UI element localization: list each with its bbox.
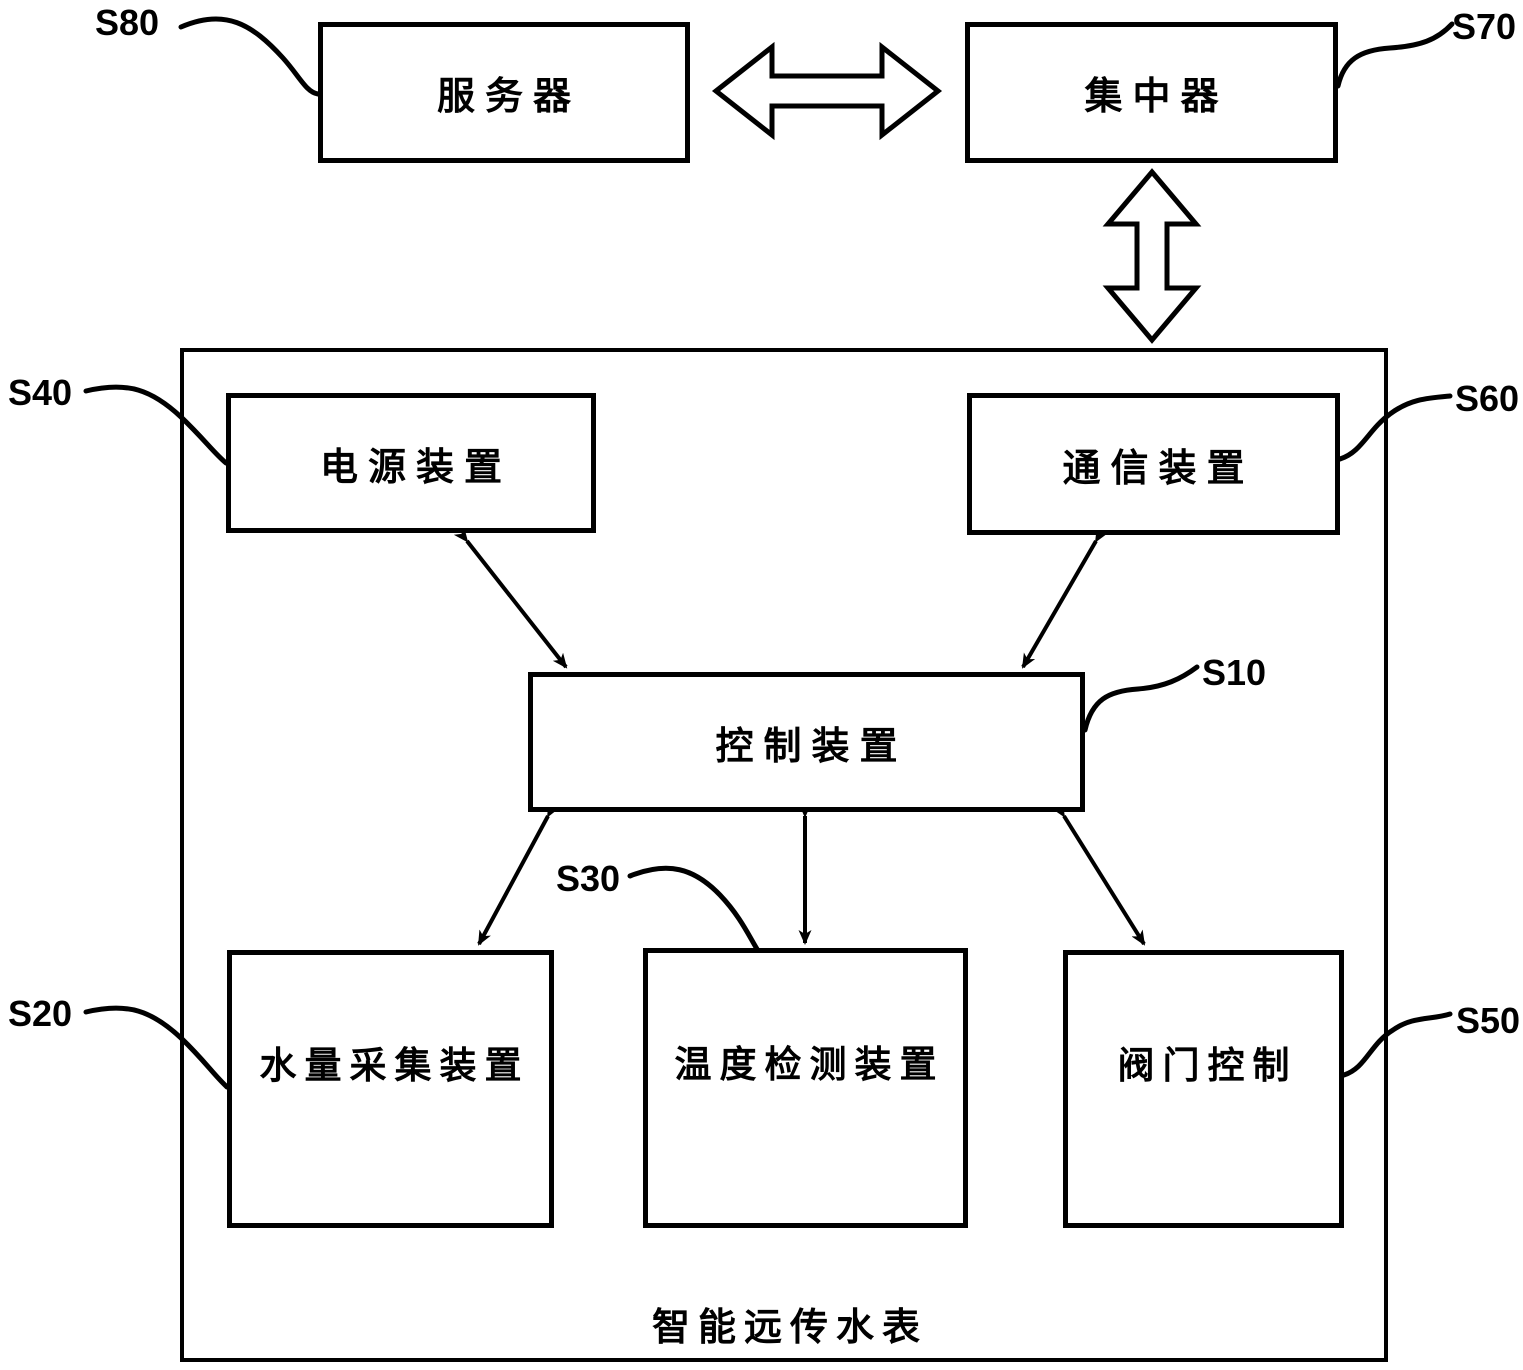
ref-label-s60: S60 bbox=[1455, 378, 1520, 419]
node-comm: 通信装置 bbox=[967, 393, 1340, 535]
leader-s50 bbox=[1341, 1011, 1453, 1078]
ref-label-s40: S40 bbox=[8, 372, 73, 413]
node-power: 电源装置 bbox=[226, 393, 596, 533]
leader-s30 bbox=[627, 865, 760, 952]
node-power-label: 电源装置 bbox=[319, 443, 512, 489]
node-comm-label: 通信装置 bbox=[1062, 444, 1255, 490]
meter-container-box bbox=[180, 348, 1388, 1362]
arrow-control-valve bbox=[1051, 801, 1146, 946]
ref-label-s80: S80 bbox=[95, 2, 160, 43]
node-water-label: 水量采集装置 bbox=[259, 1042, 530, 1087]
node-temp-label: 温度检测装置 bbox=[674, 1041, 945, 1086]
node-control-label: 控制装置 bbox=[715, 722, 908, 768]
arrow-power-control bbox=[453, 526, 568, 669]
leader-s80 bbox=[178, 16, 321, 97]
node-server: 服务器 bbox=[318, 22, 690, 163]
arrow-comm-control bbox=[1021, 526, 1109, 669]
node-concentrator-label: 集中器 bbox=[1084, 73, 1229, 118]
meter-container-label: 智能远传水表 bbox=[651, 1304, 929, 1349]
node-valve: 阀门控制 bbox=[1063, 950, 1344, 1228]
leader-s60 bbox=[1337, 393, 1453, 462]
ref-label-s70: S70 bbox=[1452, 6, 1517, 47]
leader-s70 bbox=[1335, 21, 1455, 89]
node-concentrator: 集中器 bbox=[965, 22, 1338, 163]
node-temp: 温度检测装置 bbox=[643, 948, 968, 1228]
leader-s10 bbox=[1082, 664, 1200, 733]
ref-label-s50: S50 bbox=[1456, 1000, 1521, 1041]
arrow-control-water bbox=[477, 801, 560, 946]
ref-label-s30: S30 bbox=[556, 858, 621, 899]
node-control: 控制装置 bbox=[528, 672, 1085, 812]
ref-label-s10: S10 bbox=[1202, 652, 1267, 693]
arrow-concentrator-meter-icon bbox=[1102, 168, 1202, 344]
arrow-server-concentrator-icon bbox=[711, 41, 943, 141]
ref-label-s20: S20 bbox=[8, 993, 73, 1034]
node-server-label: 服务器 bbox=[436, 73, 581, 118]
node-water: 水量采集装置 bbox=[227, 950, 554, 1228]
node-valve-label: 阀门控制 bbox=[1117, 1042, 1298, 1087]
